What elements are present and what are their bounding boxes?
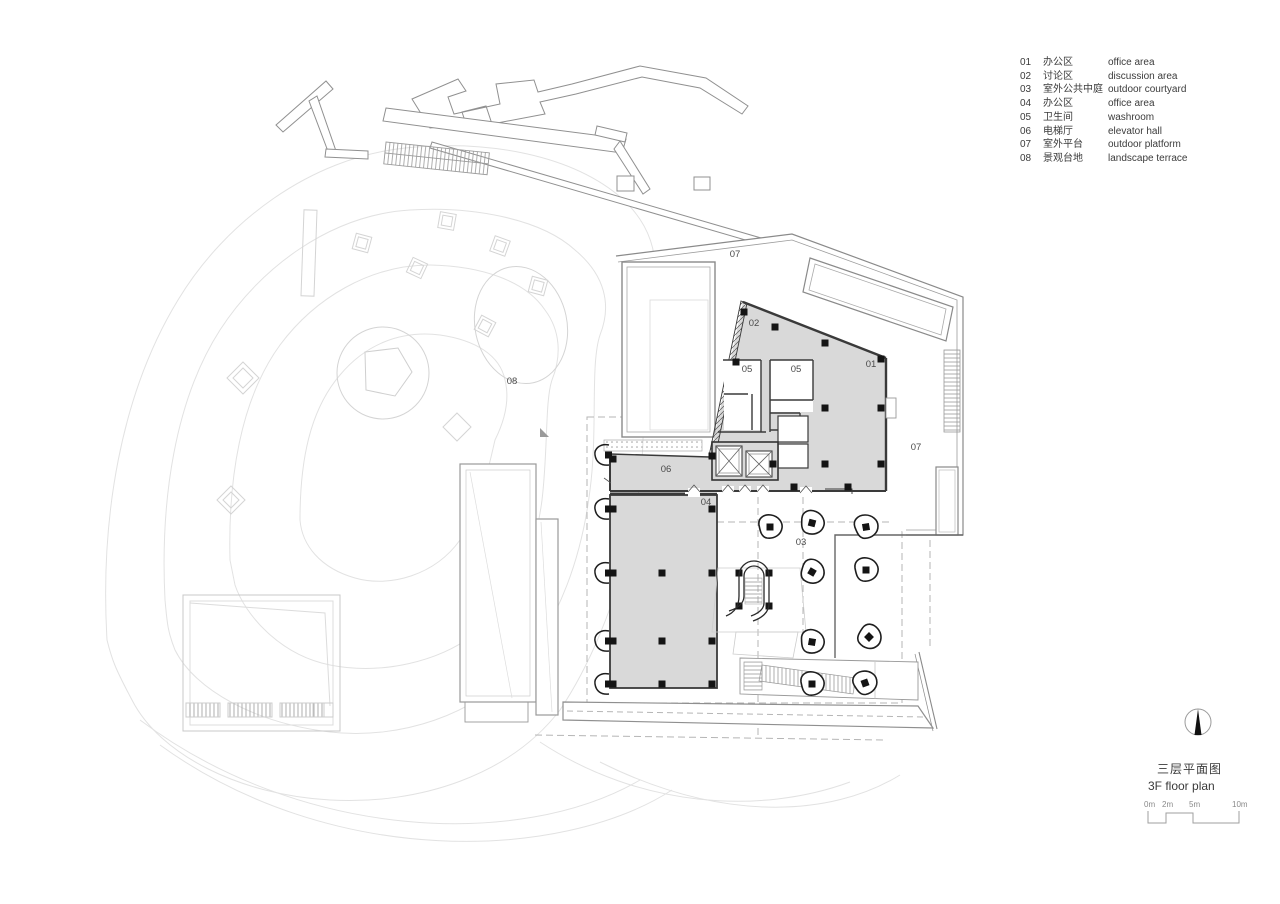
room-label: 02 <box>749 318 760 329</box>
building-plan <box>603 300 897 689</box>
door-bump <box>885 397 897 419</box>
washrooms-05 <box>718 359 814 469</box>
legend-zh: 电梯厅 <box>1043 125 1073 137</box>
legend-row: 05 卫生间 washroom <box>1020 111 1188 125</box>
room-06-fill <box>610 454 710 491</box>
legend-code: 01 <box>1020 57 1032 68</box>
legend-en: office area <box>1108 98 1155 110</box>
canopy-structures <box>275 65 834 266</box>
legend-en: outdoor courtyard <box>1108 84 1187 96</box>
legend-zh: 景观台地 <box>1043 152 1083 164</box>
legend-row: 08 景观台地 landscape terrace <box>1020 152 1188 166</box>
legend-zh: 办公区 <box>1043 57 1073 68</box>
drawing-title-block: 三层平面图 3F floor plan <box>1148 760 1222 793</box>
platform-stair <box>943 349 961 433</box>
scale-label: 10m <box>1232 800 1248 809</box>
room-label: 06 <box>661 464 672 475</box>
elevator-core <box>711 441 779 481</box>
room-label: 04 <box>701 497 712 508</box>
legend-row: 02 讨论区 discussion area <box>1020 70 1188 84</box>
legend-en: washroom <box>1108 111 1155 123</box>
legend-row: 07 室外平台 outdoor platform <box>1020 138 1188 152</box>
door-openings <box>688 486 812 497</box>
room-label: 01 <box>866 359 877 370</box>
room-label: 07 <box>730 249 741 260</box>
legend-code: 06 <box>1020 125 1032 137</box>
legend-row: 01 办公区 office area <box>1020 56 1188 70</box>
legend-zh: 室外公共中庭 <box>1043 84 1103 96</box>
legend-zh: 室外平台 <box>1043 139 1083 151</box>
legend: 01 办公区 office area 02 讨论区 discussion are… <box>1020 56 1188 166</box>
bottom-planter-strip <box>562 701 935 729</box>
legend-code: 04 <box>1020 98 1032 110</box>
drawing-title-en: 3F floor plan <box>1148 779 1215 793</box>
room-label: 03 <box>796 537 807 548</box>
legend-en: landscape terrace <box>1108 152 1188 164</box>
legend-zh: 卫生间 <box>1043 111 1073 123</box>
legend-code: 07 <box>1020 139 1032 151</box>
landscape-terrace-features <box>182 209 569 732</box>
legend-en: elevator hall <box>1108 125 1162 137</box>
legend-code: 05 <box>1020 111 1032 123</box>
room-label: 07 <box>911 442 922 453</box>
legend-en: outdoor platform <box>1108 139 1181 151</box>
room-labels: 07 02 05 05 01 07 06 04 03 08 <box>507 249 922 548</box>
legend-code: 02 <box>1020 70 1032 82</box>
room-label: 05 <box>742 364 753 375</box>
north-arrow-icon <box>1184 708 1212 736</box>
drawing-title-zh: 三层平面图 <box>1157 762 1223 776</box>
legend-code: 03 <box>1020 84 1032 96</box>
room-label: 05 <box>791 364 802 375</box>
scale-label: 5m <box>1189 800 1200 809</box>
slope-arrow-icon <box>540 428 549 437</box>
legend-row: 06 电梯厅 elevator hall <box>1020 125 1188 139</box>
scale-label: 0m <box>1144 800 1155 809</box>
courtyard-03 <box>594 443 887 699</box>
legend-en: office area <box>1108 57 1155 68</box>
legend-row: 04 办公区 office area <box>1020 97 1188 111</box>
legend-zh: 讨论区 <box>1043 70 1073 82</box>
legend-code: 08 <box>1020 152 1032 164</box>
legend-row: 03 室外公共中庭 outdoor courtyard <box>1020 83 1188 97</box>
scale-bar: 0m 2m 5m 10m <box>1144 800 1248 824</box>
spiral-stair <box>725 560 770 622</box>
legend-en: discussion area <box>1108 70 1178 82</box>
room-04-fill <box>610 495 717 688</box>
room-label: 08 <box>507 376 518 387</box>
scale-label: 2m <box>1162 800 1173 809</box>
legend-zh: 办公区 <box>1043 98 1073 110</box>
